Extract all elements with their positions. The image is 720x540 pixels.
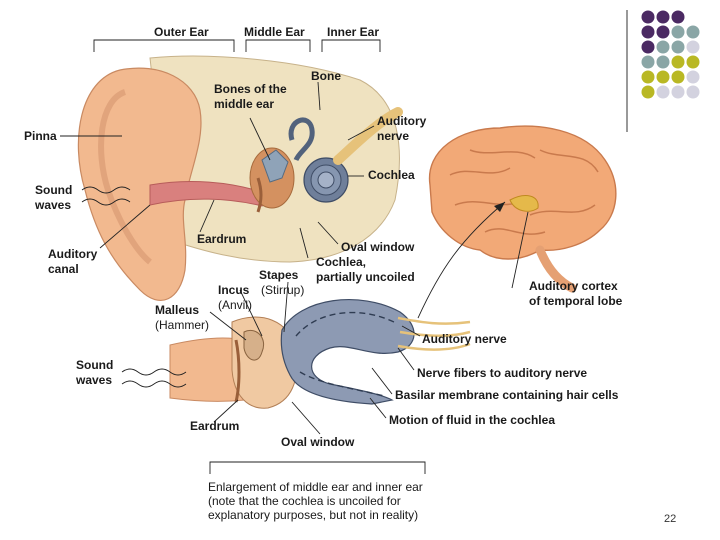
caption-line-2: (note that the cochlea is uncoiled for	[208, 494, 401, 508]
section-brackets	[93, 39, 381, 52]
leader-lines	[60, 81, 529, 435]
enlarged-ossicles	[243, 330, 264, 361]
brain	[428, 125, 617, 293]
caption-line-1: Enlargement of middle ear and inner ear	[208, 480, 423, 494]
corner-dot	[656, 85, 670, 99]
corner-dot	[656, 55, 670, 69]
cochlea-turn-3	[317, 171, 335, 189]
semicircular-canals	[288, 117, 315, 162]
sound-waves-top-icon	[81, 186, 131, 206]
oval-window-top-label: Oval window	[341, 240, 415, 254]
inner-ear-bracket	[321, 39, 381, 52]
corner-dot	[656, 40, 670, 54]
corner-dot-grid	[641, 10, 700, 99]
ear-cross-section	[77, 55, 403, 301]
eardrum-top-label: Eardrum	[197, 232, 246, 246]
middle-ear-bracket	[245, 39, 311, 52]
sound-waves-bottom-label-2: waves	[75, 373, 112, 387]
corner-dot	[671, 40, 685, 54]
stapes-label: Stapes	[259, 268, 299, 282]
caption-bracket	[209, 461, 426, 474]
brainstem	[535, 245, 577, 293]
corner-dot	[641, 25, 655, 39]
ear-canal-shape	[149, 180, 263, 207]
corner-dot	[671, 25, 685, 39]
corner-dot	[671, 10, 685, 24]
eardrum-bottom-shape	[234, 339, 241, 403]
corner-dot	[686, 40, 700, 54]
corner-dot	[641, 55, 655, 69]
pathway-arrow	[417, 201, 506, 319]
sound-waves-bottom-label-1: Sound	[76, 358, 113, 372]
eardrum-top-shape	[256, 177, 263, 213]
motion-fluid-label: Motion of fluid in the cochlea	[389, 413, 555, 427]
corner-dot	[641, 40, 655, 54]
auditory-nerve-top-label-2: nerve	[377, 129, 409, 143]
malleus-alt-label: (Hammer)	[155, 318, 209, 332]
fluid-motion-path	[295, 311, 395, 337]
sound-waves-bottom-icon	[121, 368, 187, 388]
bones-middle-ear-label-2: middle ear	[214, 97, 274, 111]
corner-dot	[641, 85, 655, 99]
pinna-fold	[98, 89, 152, 265]
auditory-cortex-area	[509, 195, 539, 212]
auditory-cortex-label-1: Auditory cortex	[529, 279, 618, 293]
auditory-canal-label-2: canal	[48, 262, 79, 276]
corner-dot	[686, 70, 700, 84]
malleus-label: Malleus	[155, 303, 199, 317]
caption-line-3: explanatory purposes, but not in reality…	[208, 508, 418, 522]
sound-waves-top-label-2: waves	[34, 198, 71, 212]
corner-dot	[686, 85, 700, 99]
ossicles-shape	[261, 149, 289, 183]
corner-dot	[686, 55, 700, 69]
pinna-label: Pinna	[24, 129, 57, 143]
stapes-alt-label: (Stirrup)	[261, 283, 304, 297]
inner-ear-label: Inner Ear	[327, 25, 379, 39]
incus-alt-label: (Anvil)	[218, 298, 252, 312]
cochlea-uncoiled-label-2: partially uncoiled	[316, 270, 415, 284]
cochlea-uncoiled-label-1: Cochlea,	[316, 255, 366, 269]
page-number: 22	[664, 513, 677, 525]
auditory-nerve-bottom-label: Auditory nerve	[422, 332, 507, 346]
corner-dot	[641, 10, 655, 24]
bone-label: Bone	[311, 69, 341, 83]
auditory-cortex-label-2: of temporal lobe	[529, 294, 623, 308]
corner-dot	[671, 70, 685, 84]
nerve-fibers-shape	[397, 316, 471, 351]
uncoiled-cochlea	[280, 299, 415, 405]
outer-ear-bracket	[93, 39, 235, 52]
oval-window-bottom-label: Oval window	[281, 435, 355, 449]
enlarged-view	[169, 299, 471, 409]
incus-label: Incus	[218, 283, 250, 297]
nerve-fibers-label: Nerve fibers to auditory nerve	[417, 366, 587, 380]
eardrum-bottom-label: Eardrum	[190, 419, 239, 433]
brain-cortex	[428, 125, 617, 260]
corner-dot	[656, 25, 670, 39]
pathway-arrowhead	[494, 202, 505, 212]
middle-ear-label: Middle Ear	[244, 25, 305, 39]
sound-waves-top-label-1: Sound	[35, 183, 72, 197]
auditory-nerve-top-shape	[333, 107, 403, 165]
corner-dot	[656, 10, 670, 24]
basilar-membrane-label: Basilar membrane containing hair cells	[395, 388, 619, 402]
cochlea-label: Cochlea	[368, 168, 415, 182]
pinna-shape	[77, 67, 202, 301]
corner-dot	[686, 25, 700, 39]
brain-gyri	[449, 149, 599, 235]
corner-dot	[671, 55, 685, 69]
auditory-nerve-top-label-1: Auditory	[377, 114, 427, 128]
outer-ear-label: Outer Ear	[154, 25, 209, 39]
corner-dot	[641, 70, 655, 84]
corner-dot	[656, 70, 670, 84]
corner-dot	[671, 85, 685, 99]
auditory-canal-label-1: Auditory	[48, 247, 98, 261]
bones-middle-ear-label-1: Bones of the	[214, 82, 287, 96]
